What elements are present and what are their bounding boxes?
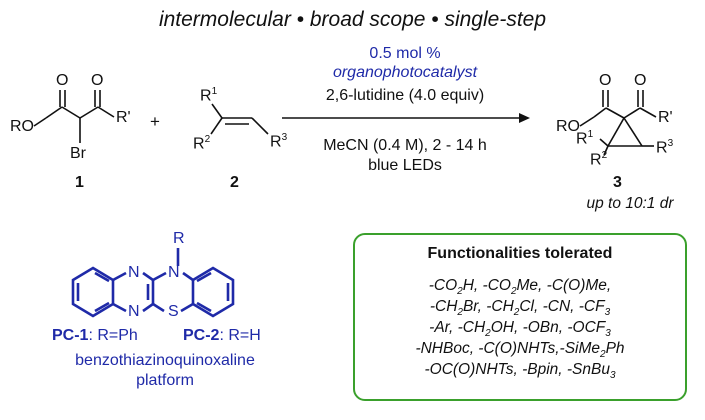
catalyst-loading: 0.5 mol % (369, 45, 441, 62)
product-label: 3 (613, 174, 622, 191)
reagent-2-r1: R1 (200, 86, 218, 105)
reagent-1-bromine: Br (70, 145, 86, 162)
product-oxygen-ester: O (599, 72, 612, 89)
catalyst-nitrogen-2: N (128, 303, 140, 320)
reagent-1-oxygen-ketone: O (91, 72, 104, 89)
product-rprime: R' (658, 109, 673, 126)
functionality-line-1: -CO2H, -CO2Me, -C(O)Me, (428, 277, 612, 298)
functionality-line-3: -Ar, -CH2OH, -OBn, -OCF3 (429, 319, 611, 340)
catalyst-family-platform: platform (136, 372, 194, 389)
reagent-1-ro: RO (10, 118, 34, 135)
reagent-2-label: 2 (230, 174, 239, 191)
reagent-1-rprime: R' (116, 109, 131, 126)
reagent-2-r3: R3 (270, 132, 288, 151)
diastereoselectivity: up to 10:1 dr (586, 195, 674, 212)
headline: intermolecular • broad scope • single-st… (158, 8, 547, 31)
pc1-definition: PC-1: R=Ph (52, 327, 138, 344)
light-source-condition: blue LEDs (368, 157, 442, 174)
reagent-1-oxygen-ester: O (56, 72, 69, 89)
product-r2: R2 (590, 150, 608, 169)
functionality-line-4: -NHBoc, -C(O)NHTs,-SiMe2Ph (415, 340, 625, 361)
product-r3: R3 (656, 138, 674, 157)
catalyst-family-name: benzothiazinoquinoxaline (75, 352, 255, 369)
solvent-time-condition: MeCN (0.4 M), 2 - 14 h (323, 137, 487, 154)
product-r1: R1 (576, 129, 594, 148)
catalyst-nitrogen-1: N (128, 264, 140, 281)
plus-sign: + (150, 112, 160, 131)
product-oxygen-ketone: O (634, 72, 647, 89)
functionality-line-2: -CH2Br, -CH2Cl, -CN, -CF3 (429, 298, 611, 319)
reagent-2-r2: R2 (193, 134, 211, 153)
functionalities-box (353, 233, 687, 401)
reagent-1-bonds (33, 90, 115, 143)
catalyst-sulfur: S (168, 303, 179, 320)
catalyst-r-group: R (173, 230, 185, 247)
base-condition: 2,6-lutidine (4.0 equiv) (325, 87, 485, 104)
pc2-definition: PC-2: R=H (183, 327, 261, 344)
product-ro: RO (556, 118, 580, 135)
product-bonds (579, 90, 657, 156)
functionalities-title: Functionalities tolerated (427, 245, 613, 262)
catalyst-name: organophotocatalyst (332, 64, 478, 81)
catalyst-bonds (71, 248, 235, 318)
reagent-1-label: 1 (75, 174, 84, 191)
catalyst-nitrogen-3: N (168, 264, 180, 281)
reaction-arrow (282, 113, 530, 123)
reagent-2-bonds (210, 103, 269, 135)
functionality-line-5: -OC(O)NHTs, -Bpin, -SnBu3 (424, 361, 616, 382)
